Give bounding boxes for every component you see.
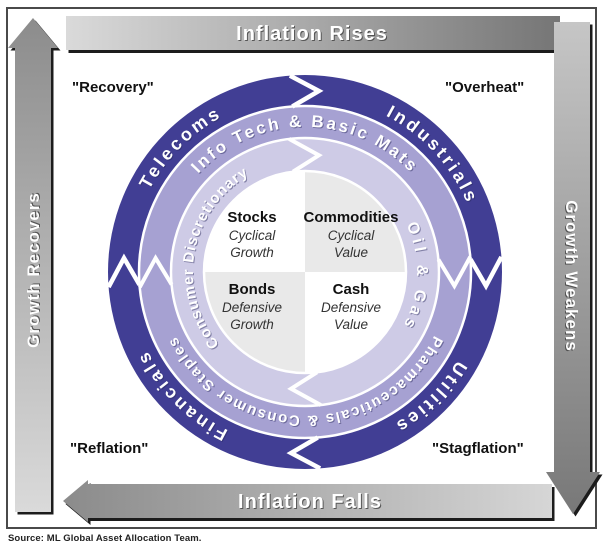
right-arrow-body	[546, 22, 600, 514]
top-arrow-body	[66, 16, 560, 50]
phase-label-recovery: "Recovery"	[72, 79, 154, 96]
quadrant-subtitle: Cyclical	[328, 228, 376, 243]
chevron-outer-bottom-icon	[286, 435, 322, 471]
quadrant-bonds: Bonds Defensive Growth	[222, 281, 282, 332]
chevron-middle-left-icon	[137, 254, 174, 289]
inflation-rises-arrow-icon: Inflation Rises	[66, 16, 560, 53]
quadrant-title: Stocks	[227, 209, 276, 226]
chevron-outer-left-icon	[106, 253, 142, 289]
growth-weakens-label: Growth Weakens	[562, 200, 581, 352]
quadrant-title: Bonds	[229, 281, 276, 298]
chevron-middle-right-icon	[436, 255, 473, 290]
ring-separator	[137, 104, 473, 440]
phase-label-stagflation: "Stagflation"	[432, 440, 524, 457]
inflation-rises-label: Inflation Rises	[236, 23, 388, 45]
source-note: Source: ML Global Asset Allocation Team.	[8, 533, 202, 544]
inflation-falls-label: Inflation Falls	[238, 491, 382, 513]
quadrant-stocks: Stocks Cyclical Growth	[227, 209, 276, 260]
quadrant-commodities: Commodities Cyclical Value	[303, 209, 398, 260]
quadrant-subtitle: Defensive	[321, 300, 381, 315]
growth-recovers-arrow-icon: Growth Recovers	[8, 18, 61, 515]
ring-separator	[202, 169, 408, 375]
quadrant-title: Cash	[333, 281, 370, 298]
quadrant-subtitle: Cyclical	[229, 228, 277, 243]
quadrant-subtitle: Growth	[230, 245, 274, 260]
quadrant-top-right-bg	[305, 171, 406, 272]
quadrant-subtitle: Growth	[230, 317, 274, 332]
left-arrow-body	[8, 18, 58, 512]
growth-recovers-label: Growth Recovers	[24, 192, 43, 348]
bottom-arrow-body	[63, 480, 552, 522]
phase-label-reflation: "Reflation"	[70, 440, 149, 457]
ring-separator	[169, 136, 441, 408]
quadrant-subtitle: Value	[334, 317, 368, 332]
phase-label-overheat: "Overheat"	[445, 79, 525, 96]
chevron-inner-top-icon	[288, 137, 323, 174]
chevron-outer-right-icon	[468, 255, 504, 291]
quadrant-subtitle: Defensive	[222, 300, 282, 315]
quadrant-subtitle: Value	[334, 245, 368, 260]
chevron-outer-top-icon	[288, 73, 324, 109]
chevron-inner-bottom-icon	[287, 370, 322, 407]
quadrant-bottom-left-bg	[204, 272, 305, 373]
inflation-falls-arrow-icon: Inflation Falls	[63, 480, 555, 525]
quadrant-cash: Cash Defensive Value	[321, 281, 381, 332]
growth-weakens-arrow-icon: Growth Weakens	[546, 22, 603, 517]
quadrant-title: Commodities	[303, 209, 398, 226]
